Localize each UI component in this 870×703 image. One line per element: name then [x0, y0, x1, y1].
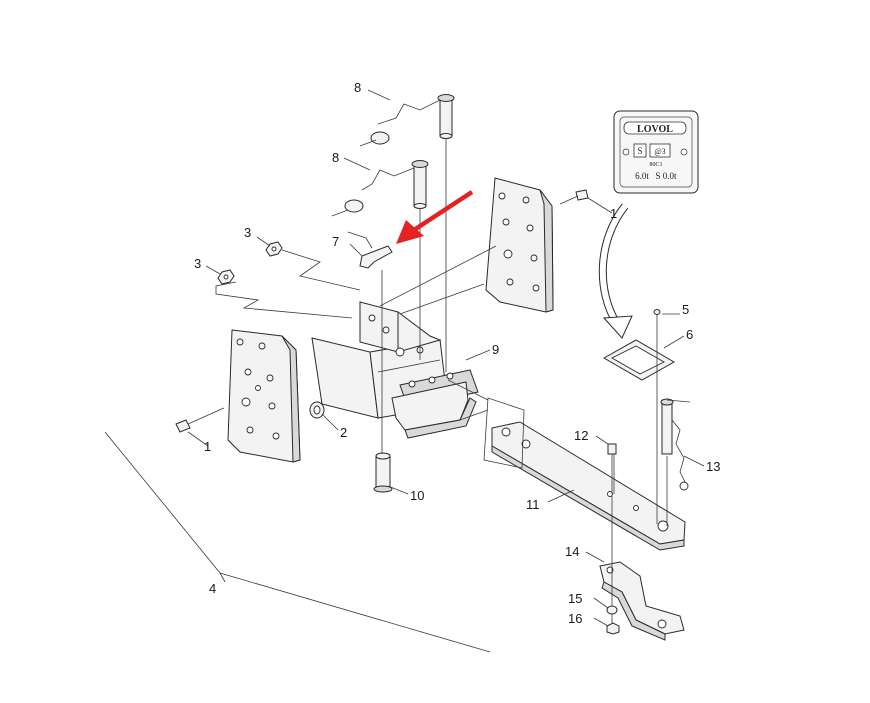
- pin-13: [660, 398, 691, 491]
- washer-15: [606, 605, 618, 615]
- pin-8-lower: [331, 160, 429, 217]
- callout-labels: 1 1 2 3 3 4 5 6 7 8 8 9 10 11 12 13 14 1…: [194, 80, 720, 626]
- right-side-plate: [485, 177, 554, 313]
- left-side-plate: [227, 329, 301, 463]
- callout-11: 11: [526, 497, 540, 512]
- callout-4: 4: [209, 581, 216, 596]
- part-4-boundary: [104, 431, 491, 653]
- callout-8-upper: 8: [354, 80, 361, 95]
- callout-15: 15: [568, 591, 582, 606]
- callout-leaders: [187, 89, 705, 627]
- curved-arrow: [598, 203, 633, 339]
- callout-14: 14: [565, 544, 579, 559]
- bolt-1-left: [175, 407, 225, 433]
- nut-16: [606, 622, 620, 635]
- callout-1-right: 1: [610, 206, 617, 221]
- nut-3-lower: [217, 269, 235, 285]
- callout-3-upper: 3: [244, 225, 251, 240]
- callout-3-lower: 3: [194, 256, 201, 271]
- plate-rating-right: S 0.0t: [655, 171, 677, 181]
- callout-1-left: 1: [204, 439, 211, 454]
- callout-5: 5: [682, 302, 689, 317]
- hitch-swing-14: [599, 561, 685, 641]
- plate-box-left: S: [637, 146, 642, 156]
- callout-2: 2: [340, 425, 347, 440]
- red-indicator-arrow: [396, 190, 474, 244]
- plate-rating-left: 6.0t: [635, 171, 649, 181]
- bolt-1-right: [559, 189, 589, 205]
- rivet-5: [653, 309, 661, 330]
- washer-2: [309, 401, 325, 419]
- leader-routes: [215, 231, 525, 469]
- drawbar-11: [491, 421, 686, 551]
- callout-12: 12: [574, 428, 588, 443]
- plate-brand: LOVOL: [637, 124, 673, 135]
- nut-3-upper: [265, 241, 283, 257]
- decal-6: [602, 339, 676, 381]
- callout-10: 10: [410, 488, 424, 503]
- rating-plate: LOVOL S @3 80C1 6.0t S 0.0t: [613, 110, 699, 194]
- callout-7: 7: [332, 234, 339, 249]
- callout-13: 13: [706, 459, 720, 474]
- clip-7: [359, 245, 393, 269]
- callout-9: 9: [492, 342, 499, 357]
- callout-6: 6: [686, 327, 693, 342]
- plate-code: 80C1: [649, 162, 662, 168]
- pin-10: [373, 452, 393, 493]
- plate-box-right: @3: [654, 147, 665, 156]
- callout-16: 16: [568, 611, 582, 626]
- axis-lines: [381, 138, 668, 628]
- hitch-bracket-9: [311, 301, 479, 439]
- callout-8-lower: 8: [332, 150, 339, 165]
- pin-8-upper: [359, 94, 455, 147]
- bolt-12: [607, 443, 617, 494]
